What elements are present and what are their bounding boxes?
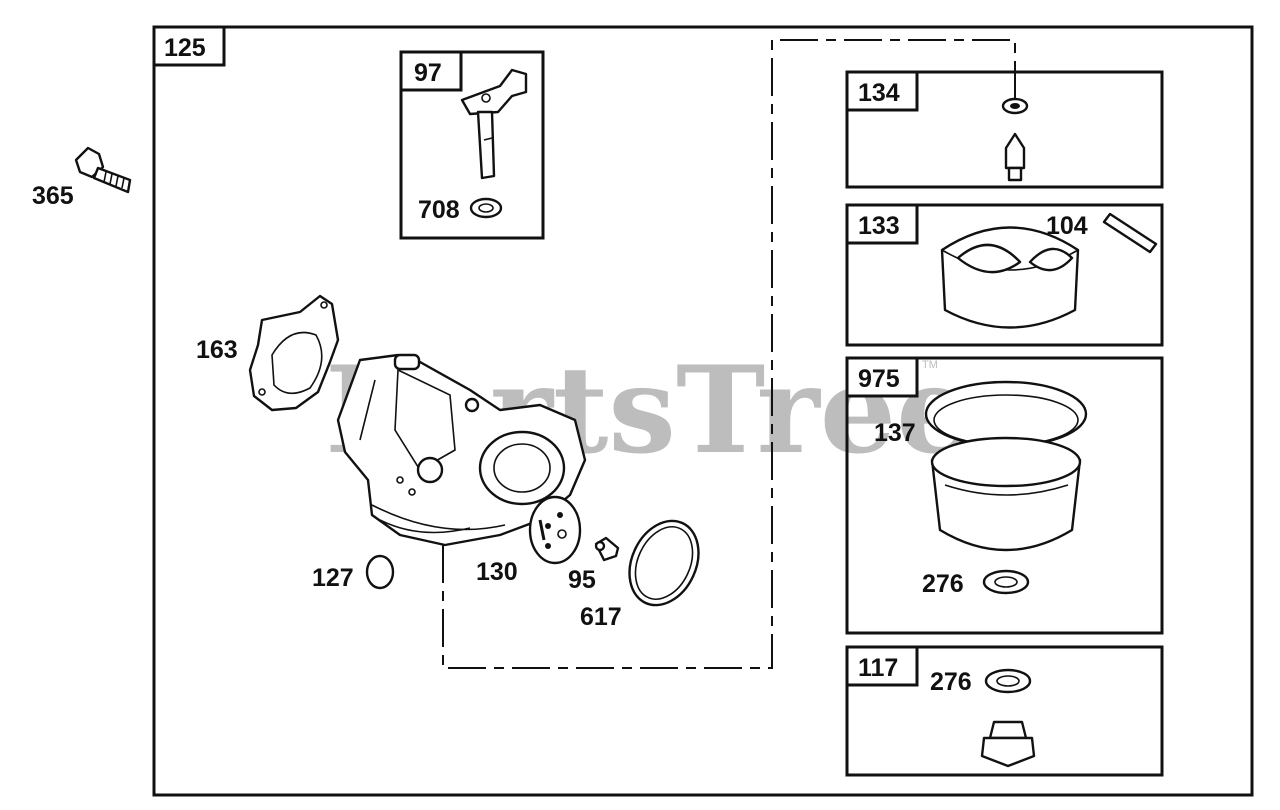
callout-127: 127 xyxy=(312,564,354,592)
callout-617: 617 xyxy=(580,603,622,631)
box-134-label: 134 xyxy=(858,79,900,107)
callout-104: 104 xyxy=(1046,212,1088,240)
washer-276-nut[interactable] xyxy=(984,668,1032,694)
carburetor-body[interactable] xyxy=(336,353,587,547)
box-117-label: 117 xyxy=(858,654,898,682)
float-bowl-box[interactable]: 975 xyxy=(845,356,1164,635)
float-bowl[interactable] xyxy=(930,436,1082,552)
main-box-label: 125 xyxy=(164,34,206,62)
callout-137: 137 xyxy=(874,419,916,447)
throttle-shaft-box[interactable]: 97 xyxy=(399,50,545,240)
float-box[interactable]: 133 xyxy=(845,203,1164,347)
inlet-needle-134[interactable] xyxy=(1001,97,1029,182)
o-ring-137[interactable] xyxy=(924,380,1088,448)
callout-276-nut: 276 xyxy=(930,668,972,696)
gasket-130[interactable] xyxy=(528,495,582,565)
callout-708: 708 xyxy=(418,196,460,224)
watermark-trademark: TM xyxy=(922,359,938,371)
callout-130: 130 xyxy=(476,558,518,586)
seal-708[interactable] xyxy=(469,197,503,219)
welch-plug-127[interactable] xyxy=(365,554,395,590)
callout-163: 163 xyxy=(196,336,238,364)
washer-276-bowl[interactable] xyxy=(982,569,1030,595)
callout-276-bowl: 276 xyxy=(922,570,964,598)
box-133-label: 133 xyxy=(858,212,900,240)
bowl-nut-117[interactable] xyxy=(980,720,1036,768)
inlet-needle-box[interactable]: 134 xyxy=(845,70,1164,189)
o-ring-617[interactable] xyxy=(616,510,711,617)
callout-365: 365 xyxy=(32,182,74,210)
main-assembly-box[interactable]: 125 xyxy=(152,25,1254,797)
pin-104[interactable] xyxy=(1102,212,1158,254)
gasket-163[interactable] xyxy=(248,294,340,412)
bowl-nut-box[interactable]: 117 xyxy=(845,645,1164,777)
box-975-label: 975 xyxy=(858,365,900,393)
bolt-365[interactable] xyxy=(74,146,132,194)
callout-95: 95 xyxy=(568,566,596,594)
throttle-shaft-97[interactable] xyxy=(460,68,528,180)
screw-95[interactable] xyxy=(594,536,620,562)
connector-line xyxy=(442,39,1016,669)
box-97-label: 97 xyxy=(414,59,442,87)
float-133[interactable] xyxy=(940,226,1080,329)
